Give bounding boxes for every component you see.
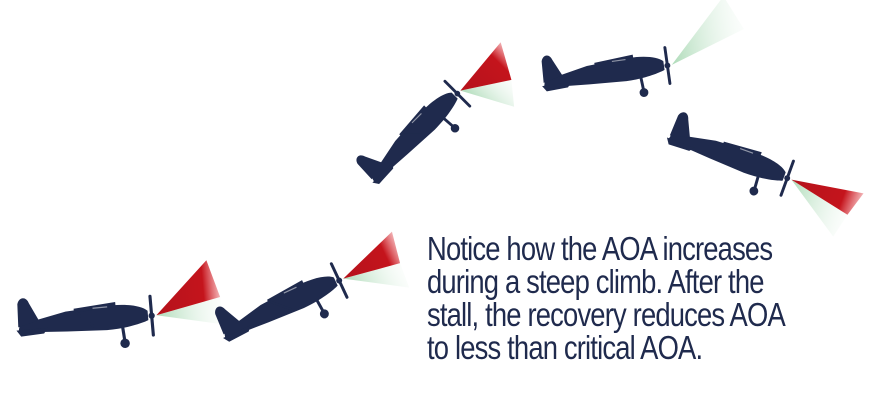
airplane-stall-recovery-level: [533, 0, 751, 111]
caption-line-2: during a steep climb. After the: [427, 265, 796, 298]
relative-wind-wedge: [663, 0, 747, 65]
caption-line-1: Notice how the AOA increases: [427, 232, 796, 265]
airplane-recovery-descent: [655, 110, 869, 242]
airplane-climb-start: [210, 227, 416, 368]
caption-text: Notice how the AOA increases during a st…: [427, 232, 796, 364]
airplane-steep-climb: [352, 28, 540, 216]
caption-line-4: to less than critical AOA.: [427, 331, 796, 364]
aoa-wedge: [456, 42, 525, 111]
caption-line-3: stall, the recovery reduces AOA: [427, 298, 796, 331]
airplane-level-flight: [12, 259, 224, 357]
